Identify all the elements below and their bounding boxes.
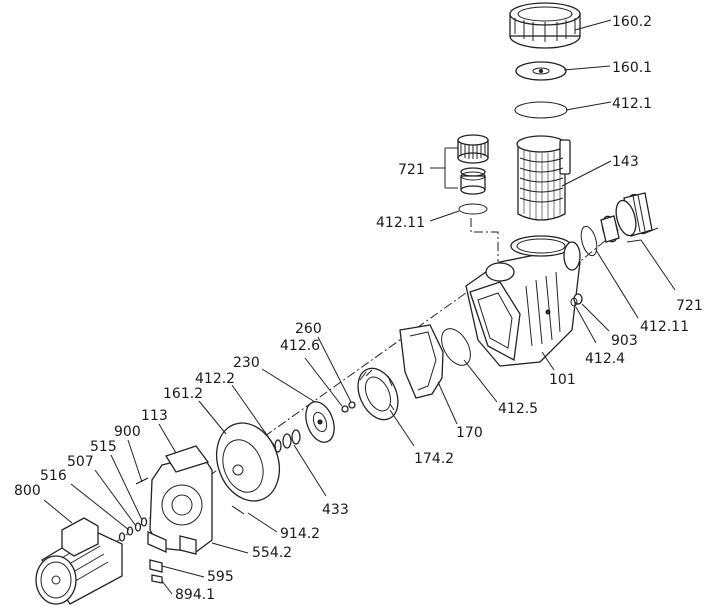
label-412-1: 412.1 [612,96,652,112]
label-230: 230 [233,355,260,371]
seal-plate [216,422,280,502]
label-721-top: 721 [398,162,425,178]
part-labels: 160.2 160.1 412.1 143 721 412.11 721 412… [14,14,703,603]
label-433: 433 [322,502,349,518]
label-161-2: 161.2 [163,386,203,402]
motor [35,517,123,605]
label-412-11-left: 412.11 [376,215,425,231]
label-113: 113 [141,408,168,424]
label-160-2: 160.2 [612,14,652,30]
union-left-o-ring [458,203,488,215]
label-595: 595 [207,569,234,585]
label-894-1: 894.1 [175,587,215,603]
motor-bracket [147,445,213,555]
impeller [305,401,335,443]
label-914-2: 914.2 [280,526,320,542]
pump-housing [465,235,581,367]
mechanical-seal [274,429,301,453]
drain-plug [570,293,583,307]
label-412-5: 412.5 [498,401,538,417]
bracket-foot [149,559,163,584]
plate-screw [231,505,245,515]
leader-lines [43,19,676,595]
label-143: 143 [612,154,639,170]
impeller-nut [341,401,356,413]
lid-cover [515,61,567,81]
label-903: 903 [611,333,638,349]
label-170: 170 [456,425,483,441]
housing-o-ring [441,328,471,366]
label-800: 800 [14,483,41,499]
guide-vane [357,367,399,421]
label-515: 515 [90,439,117,455]
outlet-axis [571,221,629,269]
lid-ring [509,2,581,49]
label-101: 101 [549,372,576,388]
label-260: 260 [295,321,322,337]
shaft-fasteners [118,477,149,542]
label-412-4: 412.4 [585,351,625,367]
label-160-1: 160.1 [612,60,652,76]
label-516: 516 [40,468,67,484]
label-507: 507 [67,454,94,470]
label-721-right: 721 [676,298,703,314]
union-right-o-ring [580,225,598,257]
label-412-6: 412.6 [280,338,320,354]
diffuser [399,324,444,399]
label-900: 900 [114,424,141,440]
strainer-basket [516,135,571,221]
label-554-2: 554.2 [252,545,292,561]
union-left [457,134,489,195]
label-412-2: 412.2 [195,371,235,387]
label-174-2: 174.2 [414,451,454,467]
union-right [600,192,653,243]
label-412-11-right: 412.11 [640,319,689,335]
lid-o-ring [514,101,568,119]
strainer-axis [470,218,499,262]
